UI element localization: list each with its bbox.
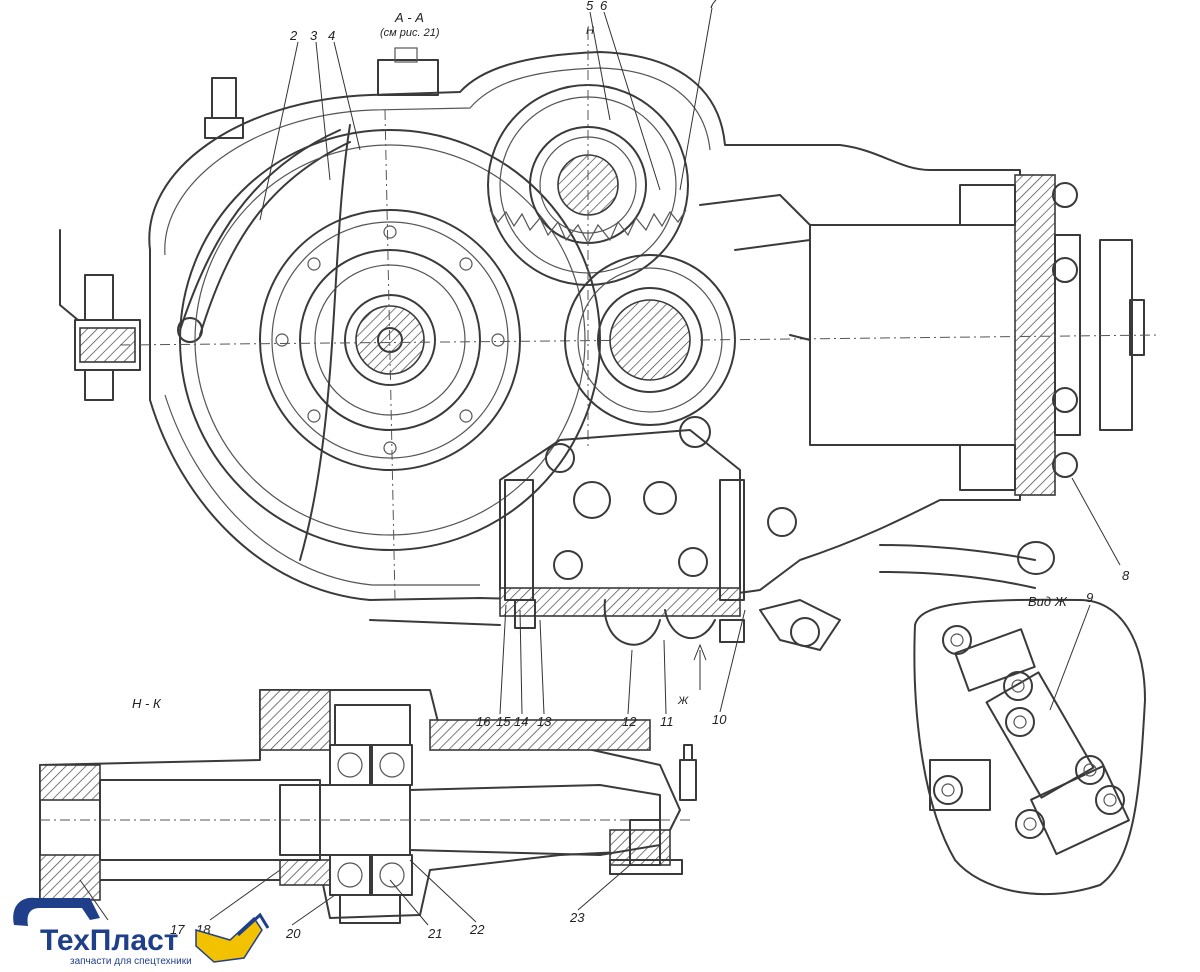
callout-7: 7	[709, 0, 717, 11]
section-nk-shaft	[39, 689, 697, 924]
main-housing	[59, 47, 1021, 601]
callout-23: 23	[569, 910, 585, 925]
bearing-rollers	[275, 225, 505, 455]
output-flange-assembly	[699, 174, 1161, 496]
callout-labels: 2 3 4 А - А (см рис. 21) 5 6 7 Н 8 9 Вид…	[132, 0, 1130, 941]
lower-valve-block	[499, 416, 797, 646]
logo-tagline: запчасти для спецтехники	[70, 956, 192, 967]
callout-3: 3	[310, 28, 318, 43]
callout-17: 17	[170, 922, 185, 937]
callout-20: 20	[285, 926, 301, 941]
callout-8: 8	[1122, 568, 1130, 583]
section-marker-n: Н	[586, 25, 594, 37]
callout-2: 2	[289, 28, 298, 43]
callout-13: 13	[537, 714, 552, 729]
view-label-zh: Вид Ж	[1028, 594, 1068, 609]
callout-14: 14	[514, 714, 528, 729]
arrow-label-zh: Ж	[677, 695, 689, 707]
callout-5: 5	[586, 0, 594, 13]
callout-15: 15	[496, 714, 511, 729]
callout-9: 9	[1086, 590, 1093, 605]
drain-pipe	[369, 541, 1055, 651]
excavator-bucket-icon	[13, 897, 270, 963]
section-label-nk: Н - К	[132, 696, 162, 711]
callout-12: 12	[622, 714, 637, 729]
callout-21: 21	[427, 926, 442, 941]
large-driven-gear	[119, 109, 661, 601]
callout-16: 16	[476, 714, 491, 729]
callout-10: 10	[712, 712, 727, 727]
view-zh-detail	[913, 598, 1146, 896]
section-label-aa: А - А	[394, 10, 424, 25]
callout-4: 4	[328, 28, 335, 43]
section-reference: (см рис. 21)	[380, 27, 440, 39]
callout-6: 6	[600, 0, 608, 13]
upper-pinion-gear	[487, 30, 689, 450]
callout-11: 11	[660, 714, 674, 729]
leader-lines	[79, 7, 1121, 926]
callout-22: 22	[469, 922, 485, 937]
logo-name: ТехПласт	[40, 924, 179, 957]
techplast-logo: ТехПласт запчасти для спецтехники	[13, 897, 270, 967]
